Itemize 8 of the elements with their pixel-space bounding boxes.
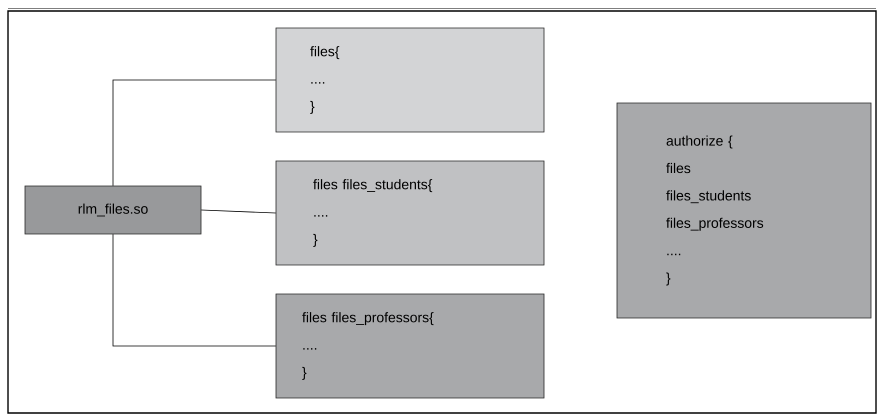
config-box: authorize { files files_students files_professors .... } [616, 102, 872, 318]
config-box: files{ .... } [276, 28, 544, 132]
connector-line [112, 80, 276, 186]
connector-line [112, 234, 276, 346]
config-box: files files_professors{ .... } [276, 294, 544, 398]
module-box: rlm_files.so [24, 186, 202, 234]
config-box: files files_students{ .... } [276, 160, 544, 266]
connector-line [201, 210, 276, 214]
